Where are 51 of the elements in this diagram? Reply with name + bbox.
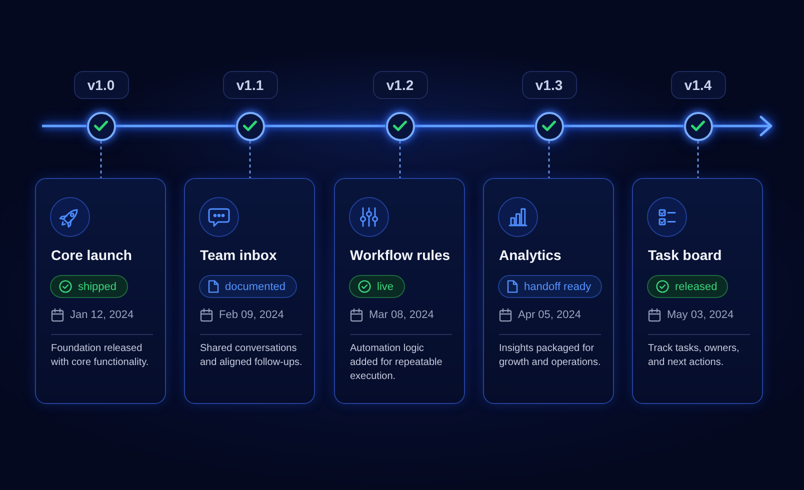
status-badge [349, 275, 405, 298]
status-text: live [377, 280, 394, 292]
card-description: Shared conversations and aligned follow-ups. [200, 342, 304, 370]
date-text: May 03, 2024 [667, 309, 734, 321]
status-text: handoff ready [524, 280, 592, 292]
status-badge [50, 275, 128, 298]
dashed-connector [697, 140, 699, 178]
card-title: Core launch [51, 246, 132, 265]
milestone-circle [386, 112, 414, 140]
milestone-circle [236, 112, 264, 140]
version-tag: v1.1 [222, 71, 278, 99]
timeline-line [564, 124, 684, 128]
status-text: shipped [78, 280, 117, 292]
status-badge [199, 275, 297, 298]
card-description: Foundation released with core functionality. [51, 342, 150, 370]
card-description: Automation logic added for repeatable execution. [350, 342, 444, 384]
dashed-connector [548, 140, 550, 178]
status-text: released [675, 280, 718, 292]
card-title: Team inbox [200, 246, 277, 265]
status-text: documented [225, 280, 286, 292]
date-text: Feb 09, 2024 [219, 309, 284, 321]
milestone-card [184, 178, 315, 404]
version-tag: v1.3 [522, 71, 576, 99]
version-tag: v1.2 [372, 71, 428, 99]
dashed-connector [249, 140, 251, 178]
milestone-circle [684, 112, 712, 140]
status-badge [498, 275, 602, 298]
card-title: Analytics [499, 246, 562, 265]
timeline-line [414, 124, 534, 128]
card-description: Track tasks, owners, and next actions. [648, 342, 740, 370]
milestone-card [483, 178, 614, 404]
timeline-line [264, 124, 386, 128]
card-title: Task board [648, 246, 722, 265]
status-badge [647, 275, 728, 298]
timeline-line [42, 124, 86, 128]
timeline-line [116, 124, 236, 128]
date-text: Jan 12, 2024 [70, 309, 134, 321]
milestone-circle [534, 112, 564, 140]
version-tag: v1.4 [670, 71, 726, 99]
date-text: Mar 08, 2024 [369, 309, 434, 321]
milestone-card [334, 178, 465, 404]
date-text: Apr 05, 2024 [518, 309, 581, 321]
milestone-card [632, 178, 763, 404]
milestone-card [35, 178, 166, 404]
arrow [712, 116, 772, 136]
card-title: Workflow rules [350, 246, 450, 265]
dashed-connector [399, 140, 401, 178]
version-tag: v1.0 [74, 71, 128, 99]
card-description: Insights packaged for growth and operations. [499, 342, 602, 370]
milestone-circle [86, 112, 116, 140]
dashed-connector [100, 140, 102, 178]
